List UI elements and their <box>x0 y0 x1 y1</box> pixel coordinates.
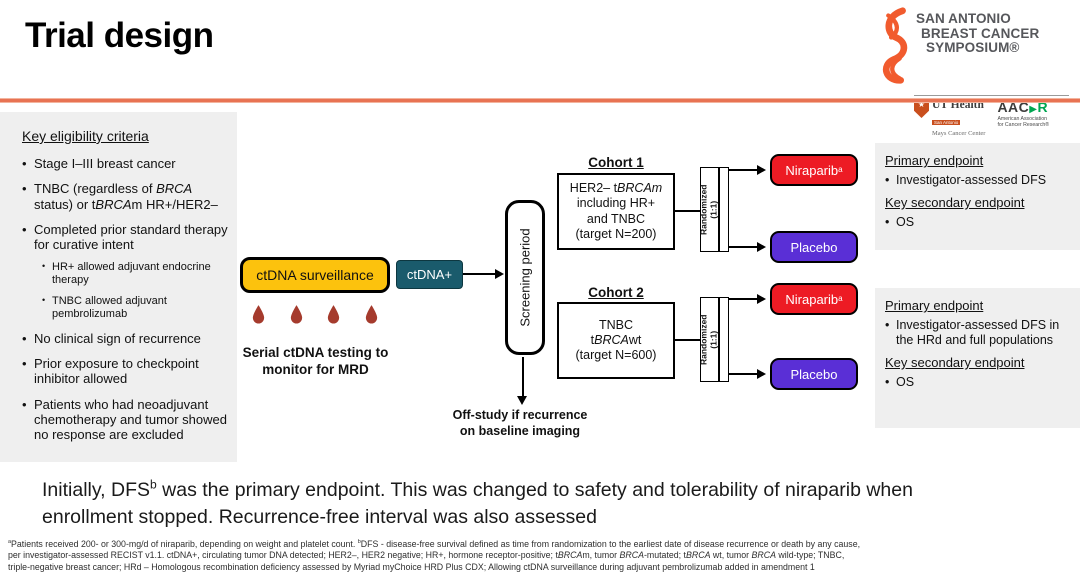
list-item: Completed prior standard therapy for cur… <box>22 222 229 321</box>
connector-line <box>522 357 524 397</box>
logo-divider <box>914 95 1069 96</box>
divider <box>718 298 720 381</box>
list-item: TNBC (regardless of BRCA status) or tBRC… <box>22 181 229 212</box>
cohort2-randomized-box: Randomized(1:1) <box>698 297 729 382</box>
list-item: TNBC allowed adjuvant pembrolizumab <box>42 295 229 321</box>
list-item: Stage I–III breast cancer <box>22 156 229 172</box>
primary-endpoint-heading: Primary endpoint <box>885 153 984 168</box>
eligibility-panel: Key eligibility criteria Stage I–III bre… <box>0 112 237 462</box>
arrowhead-icon <box>757 241 766 252</box>
arrowhead-icon <box>757 293 766 304</box>
offstudy-caption: Off-study if recurrence on baseline imag… <box>452 408 588 438</box>
serial-testing-caption: Serial ctDNA testing to monitor for MRD <box>242 345 389 377</box>
list-item: No clinical sign of recurrence <box>22 331 229 347</box>
cohort1-label: Cohort 1 <box>588 155 644 170</box>
connector-line <box>463 273 496 275</box>
list-item: HR+ allowed adjuvant endocrine therapy <box>42 261 229 287</box>
eligibility-heading: Key eligibility criteria <box>22 128 149 144</box>
arrowhead-icon <box>757 164 766 175</box>
list-item: Patients who had neoadjuvant chemotherap… <box>22 397 229 443</box>
page-title: Trial design <box>25 16 214 55</box>
sabcs-logo-text: SAN ANTONIO BREAST CANCER SYMPOSIUM® <box>916 11 1040 55</box>
ctdna-positive-box: ctDNA+ <box>396 260 463 289</box>
blood-drops <box>240 303 390 331</box>
aacr-logo: AAC▶R American Association for Cancer Re… <box>997 99 1050 128</box>
connector-line <box>675 210 700 212</box>
secondary-endpoint-heading: Key secondary endpoint <box>885 195 1025 210</box>
ut-shield-icon: ★ <box>914 99 929 118</box>
connector-line <box>729 246 758 248</box>
ut-health-logo: ★ UT Health San Antonio Mays Cancer Cent… <box>914 99 985 137</box>
footnote: aPatients received 200- or 300-mg/d of n… <box>8 539 861 572</box>
connector-line <box>729 298 758 300</box>
sabcs-ribbon-icon <box>876 6 912 91</box>
header-rule <box>0 99 1080 102</box>
blood-drop-icon <box>289 301 304 333</box>
cohort2-label: Cohort 2 <box>588 285 644 300</box>
cohort1-placebo-box: Placebo <box>770 231 858 263</box>
eligibility-sublist: HR+ allowed adjuvant endocrine therapy T… <box>42 261 229 321</box>
arrowhead-icon <box>757 368 766 379</box>
cohort1-endpoints-panel: Primary endpoint Investigator-assessed D… <box>875 143 1080 250</box>
list-item: Prior exposure to checkpoint inhibitor a… <box>22 356 229 387</box>
screening-period-box: Screening period <box>505 200 545 355</box>
sabcs-logo: SAN ANTONIO BREAST CANCER SYMPOSIUM® ★ U… <box>876 6 1076 137</box>
divider <box>718 168 720 251</box>
cohort1-box: HER2– tBRCAm including HR+ and TNBC (tar… <box>557 173 675 250</box>
connector-line <box>729 169 758 171</box>
cohort2-placebo-box: Placebo <box>770 358 858 390</box>
secondary-endpoint-heading: Key secondary endpoint <box>885 355 1025 370</box>
cohort2-box: TNBC tBRCAwt (target N=600) <box>557 302 675 379</box>
arrowhead-icon <box>495 268 504 279</box>
blood-drop-icon <box>326 301 341 333</box>
connector-line <box>675 339 700 341</box>
primary-endpoint-heading: Primary endpoint <box>885 298 984 313</box>
summary-text: Initially, DFSb was the primary endpoint… <box>42 477 913 528</box>
cohort1-randomized-box: Randomized(1:1) <box>698 167 729 252</box>
blood-drop-icon <box>251 301 266 333</box>
arrowhead-icon <box>517 396 527 405</box>
blood-drop-icon <box>364 301 379 333</box>
cohort2-endpoints-panel: Primary endpoint Investigator-assessed D… <box>875 288 1080 428</box>
aacr-arrow-icon: ▶ <box>1029 104 1038 115</box>
ctdna-surveillance-box: ctDNA surveillance <box>240 257 390 293</box>
eligibility-list: Stage I–III breast cancer TNBC (regardle… <box>22 156 229 442</box>
connector-line <box>729 373 758 375</box>
